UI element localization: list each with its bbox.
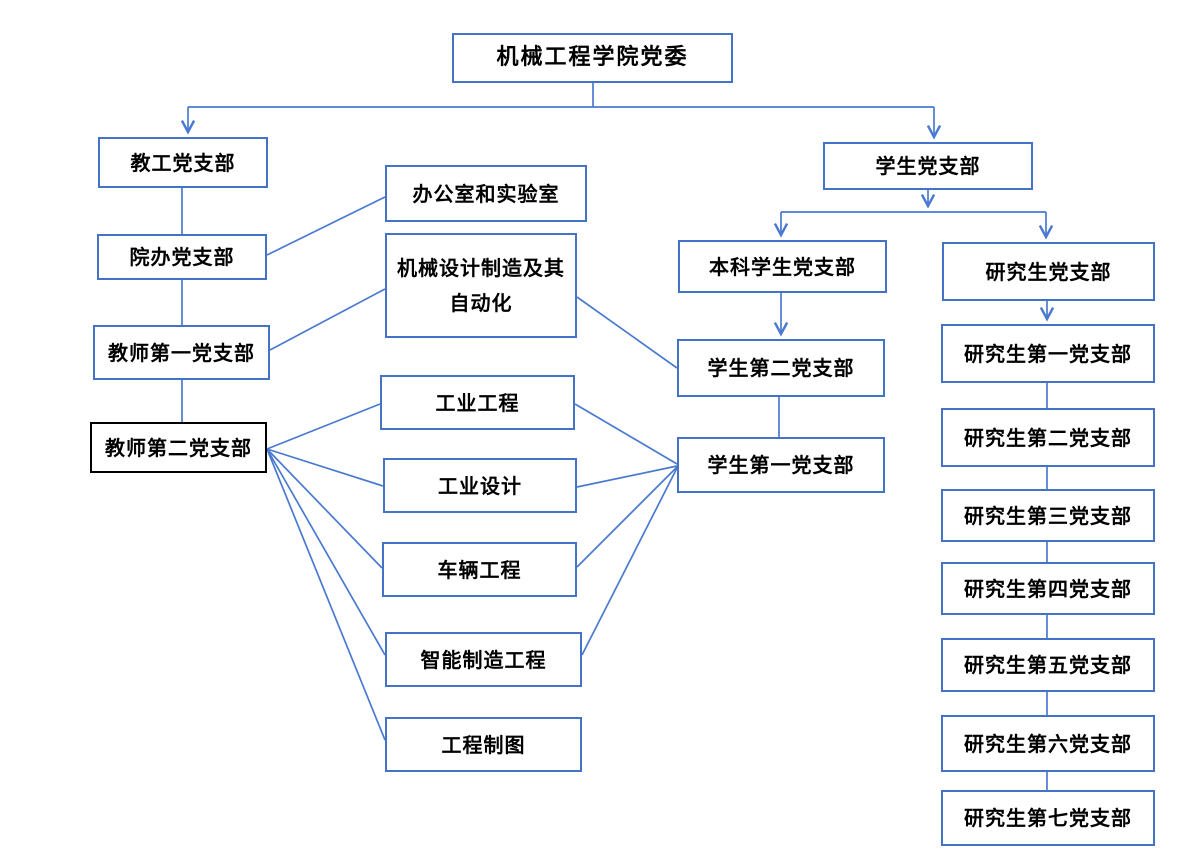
node-undergrad-branch-label: 本科学生党支部: [709, 254, 856, 279]
node-teacher-first: 教师第一党支部: [93, 325, 270, 380]
node-grad-fifth-label: 研究生第五党支部: [964, 653, 1132, 677]
node-grad-sixth-label: 研究生第六党支部: [964, 731, 1132, 756]
edge-industrial_design-to-student_first: [576, 465, 678, 488]
node-root-label: 机械工程学院党委: [496, 44, 689, 70]
edge-teacher_second-to-eng_drawing: [266, 448, 386, 741]
node-industrial-eng: 工业工程: [380, 375, 575, 430]
node-undergrad-branch: 本科学生党支部: [678, 240, 887, 293]
node-vehicle-eng: 车辆工程: [382, 542, 577, 597]
node-teacher-second-label: 教师第二党支部: [105, 435, 252, 460]
node-intelligent-mfg-label: 智能制造工程: [420, 647, 547, 672]
node-grad-first: 研究生第一党支部: [941, 324, 1155, 383]
node-office-lab-label: 办公室和实验室: [412, 181, 560, 206]
edge-intelligent_mfg-to-student_first: [581, 467, 678, 656]
node-grad-fifth: 研究生第五党支部: [941, 638, 1155, 692]
node-grad-first-label: 研究生第一党支部: [964, 341, 1132, 366]
node-student-branch: 学生党支部: [823, 142, 1033, 190]
node-grad-third: 研究生第三党支部: [941, 489, 1155, 542]
node-industrial-eng-label: 工业工程: [435, 390, 520, 415]
node-teacher-first-label: 教师第一党支部: [108, 340, 255, 365]
node-student-first-label: 学生第一党支部: [707, 453, 855, 477]
node-student-branch-label: 学生党支部: [875, 154, 981, 178]
node-faculty-branch: 教工党支部: [98, 137, 268, 188]
node-eng-drawing-label: 工程制图: [441, 732, 526, 757]
node-grad-third-label: 研究生第三党支部: [964, 503, 1132, 528]
node-vehicle-eng-label: 车辆工程: [437, 557, 522, 582]
node-grad-branch-label: 研究生党支部: [985, 259, 1112, 284]
node-root: 机械工程学院党委: [452, 33, 733, 83]
edge-industrial_eng-to-student_first: [574, 403, 678, 465]
node-grad-seventh: 研究生第七党支部: [941, 790, 1155, 846]
node-industrial-design: 工业设计: [383, 458, 577, 513]
node-student-first: 学生第一党支部: [677, 437, 885, 493]
edge-teacher_second-to-industrial_eng: [266, 403, 381, 450]
node-mech-design-label-line2: 自动化: [449, 291, 513, 316]
node-grad-fourth-label: 研究生第四党支部: [964, 576, 1132, 601]
edge-vehicle_eng-to-student_first: [576, 466, 678, 568]
node-teacher-second: 教师第二党支部: [90, 422, 267, 473]
node-grad-second-label: 研究生第二党支部: [964, 425, 1132, 450]
node-office-branch-label: 院办党支部: [129, 245, 235, 269]
node-faculty-branch-label: 教工党支部: [130, 150, 236, 175]
edge-teacher_second-to-intelligent_mfg: [266, 448, 386, 656]
edge-mech_design-to-student_second: [576, 296, 678, 369]
node-office-branch: 院办党支部: [97, 234, 267, 280]
node-intelligent-mfg: 智能制造工程: [385, 632, 582, 687]
node-mech-design-label-line1: 机械设计制造及其: [397, 255, 565, 280]
node-grad-sixth: 研究生第六党支部: [941, 715, 1155, 772]
node-student-second: 学生第二党支部: [677, 339, 885, 397]
node-grad-branch: 研究生党支部: [942, 242, 1155, 301]
edge-teacher_second-to-industrial_design: [266, 448, 384, 487]
node-mech-design: 机械设计制造及其 自动化: [385, 233, 577, 338]
edge-teacher_first-to-mech_design: [269, 288, 386, 351]
node-student-second-label: 学生第二党支部: [707, 356, 855, 380]
node-grad-fourth: 研究生第四党支部: [941, 562, 1155, 615]
edge-office_branch-to-office_lab: [266, 196, 386, 256]
node-office-lab: 办公室和实验室: [385, 165, 587, 222]
node-grad-second: 研究生第二党支部: [941, 408, 1155, 467]
edge-teacher_second-to-vehicle_eng: [266, 448, 383, 569]
node-grad-seventh-label: 研究生第七党支部: [964, 806, 1132, 830]
node-eng-drawing: 工程制图: [385, 717, 582, 772]
node-industrial-design-label: 工业设计: [438, 473, 522, 498]
